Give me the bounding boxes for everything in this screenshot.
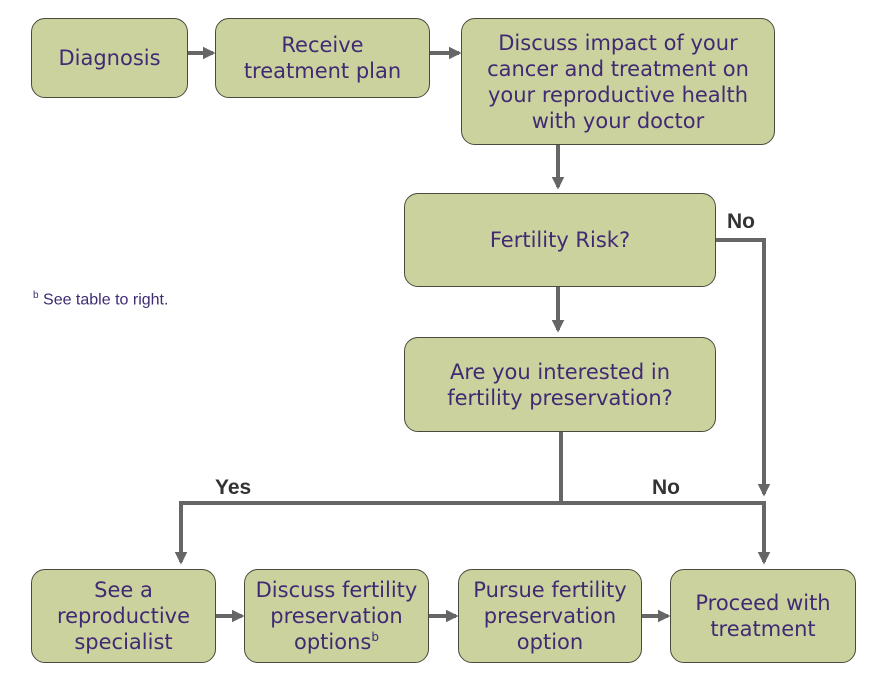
footnote-sup: b	[33, 290, 39, 301]
node-interested: Are you interested in fertility preserva…	[404, 337, 716, 432]
edge-label-risk-no: No	[727, 210, 755, 233]
footnote-marker: b	[371, 630, 379, 644]
edge-label-interest-no: No	[652, 476, 680, 499]
node-fertility-risk: Fertility Risk?	[404, 193, 716, 287]
edge-label-yes: Yes	[215, 476, 252, 499]
node-see-specialist-label: See a reproductive specialist	[56, 578, 191, 654]
node-fertility-risk-label: Fertility Risk?	[489, 228, 631, 252]
node-proceed-label: Proceed with treatment	[695, 591, 831, 641]
node-receive-plan: Receive treatment plan	[215, 18, 430, 98]
arrow-risk-no	[716, 238, 771, 497]
node-discuss-options-label: Discuss fertility preservation optionsb	[256, 577, 418, 655]
footnote-text: See table to right.	[43, 291, 169, 309]
node-receive-plan-label: Receive treatment plan	[243, 33, 402, 83]
footnote: b See table to right.	[33, 290, 168, 309]
node-pursue-option-label: Pursue fertility preservation option	[473, 578, 627, 654]
node-discuss-options-text: Discuss fertility preservation options	[255, 578, 418, 654]
node-interested-label: Are you interested in fertility preserva…	[447, 359, 673, 410]
node-discuss-options: Discuss fertility preservation optionsb	[244, 569, 429, 663]
node-diagnosis-label: Diagnosis	[58, 46, 161, 70]
node-proceed: Proceed with treatment	[670, 569, 856, 663]
node-diagnosis: Diagnosis	[31, 18, 188, 98]
node-pursue-option: Pursue fertility preservation option	[458, 569, 642, 663]
node-discuss-impact: Discuss impact of your cancer and treatm…	[461, 18, 775, 145]
node-see-specialist: See a reproductive specialist	[31, 569, 216, 663]
node-discuss-impact-label: Discuss impact of your cancer and treatm…	[487, 30, 749, 133]
